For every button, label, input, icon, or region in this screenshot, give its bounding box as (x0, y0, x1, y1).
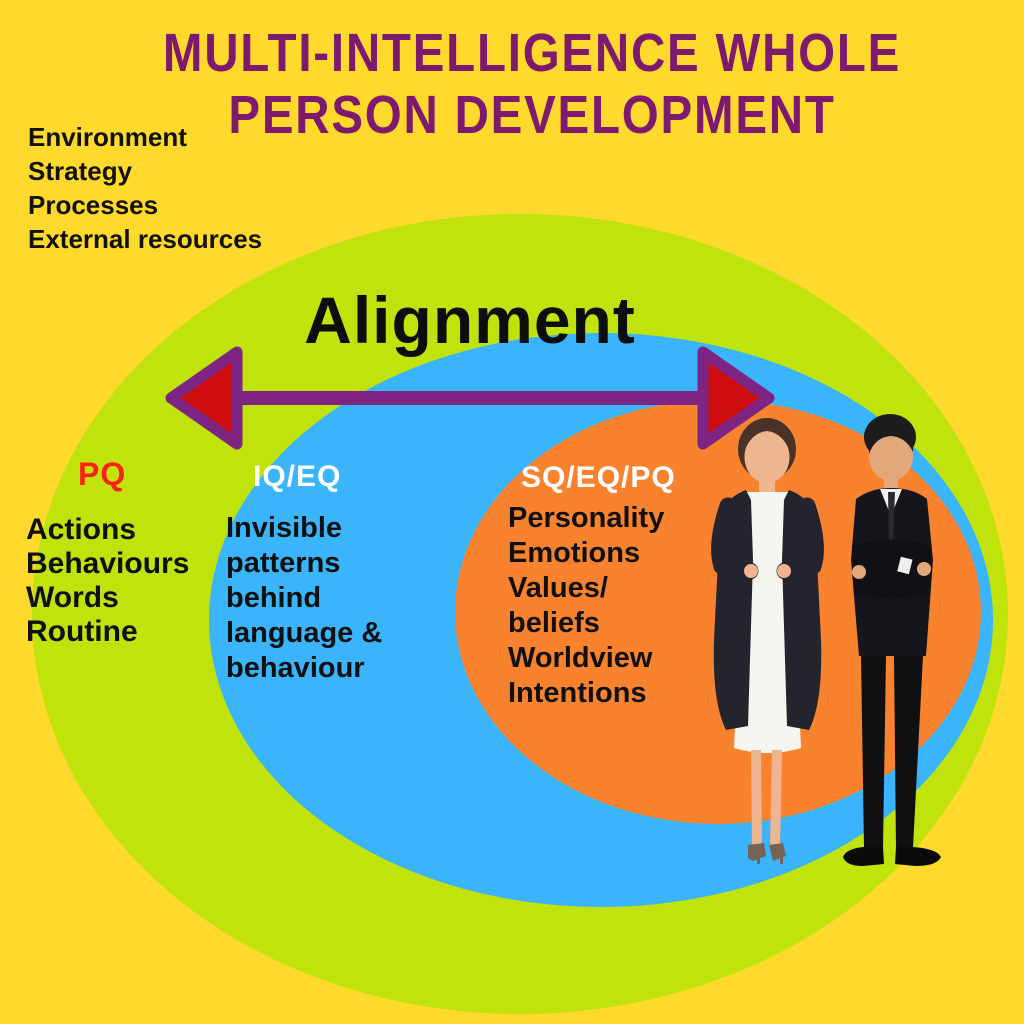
page-title-line1: MULTI-INTELLIGENCE WHOLE (162, 23, 902, 83)
iq-eq-zone-text: Invisible patterns behind language & beh… (226, 511, 382, 686)
iq-eq-zone-label: IQ/EQ (253, 460, 342, 493)
pq-zone-label: PQ (78, 456, 127, 492)
sq-eq-pq-zone-list: Personality Emotions Values/ beliefs Wor… (508, 501, 664, 711)
sq-eq-pq-list-item: Worldview (508, 642, 653, 674)
sq-eq-pq-zone-label: SQ/EQ/PQ (521, 461, 676, 494)
arrow-head-right (697, 346, 775, 450)
sq-eq-pq-list-item: Values/ (508, 572, 608, 604)
external-factor-item: Processes (28, 190, 159, 220)
businessman-photo (843, 414, 941, 866)
alignment-label: Alignment (304, 283, 636, 357)
iq-eq-text-line: language & (226, 617, 383, 649)
pq-list-item: Behaviours (26, 547, 190, 580)
sq-eq-pq-list-item: Personality (508, 502, 665, 534)
pq-list-item: Actions (26, 513, 137, 546)
iq-eq-text-line: Invisible (226, 512, 343, 544)
arrow-head-left (165, 346, 243, 450)
pq-list-item: Routine (26, 615, 138, 648)
iq-eq-text-line: patterns (226, 547, 341, 579)
businesswoman-photo (711, 418, 824, 864)
sq-eq-pq-list-item: Emotions (508, 537, 641, 569)
pq-list-item: Words (26, 581, 119, 614)
external-factor-item: External resources (28, 224, 263, 254)
pq-zone-list: Actions Behaviours Words Routine (26, 513, 189, 649)
external-factors-list: Environment Strategy Processes External … (28, 120, 262, 256)
sq-eq-pq-list-item: Intentions (508, 677, 647, 709)
external-factor-item: Strategy (28, 156, 133, 186)
page-title-line2: PERSON DEVELOPMENT (228, 85, 836, 145)
sq-eq-pq-list-item: beliefs (508, 607, 600, 639)
page-title: MULTI-INTELLIGENCE WHOLE PERSON DEVELOPM… (40, 22, 1024, 146)
iq-eq-text-line: behind (226, 582, 322, 614)
external-factor-item: Environment (28, 122, 187, 152)
alignment-double-arrow (165, 346, 775, 450)
iq-eq-text-line: behaviour (226, 652, 365, 684)
